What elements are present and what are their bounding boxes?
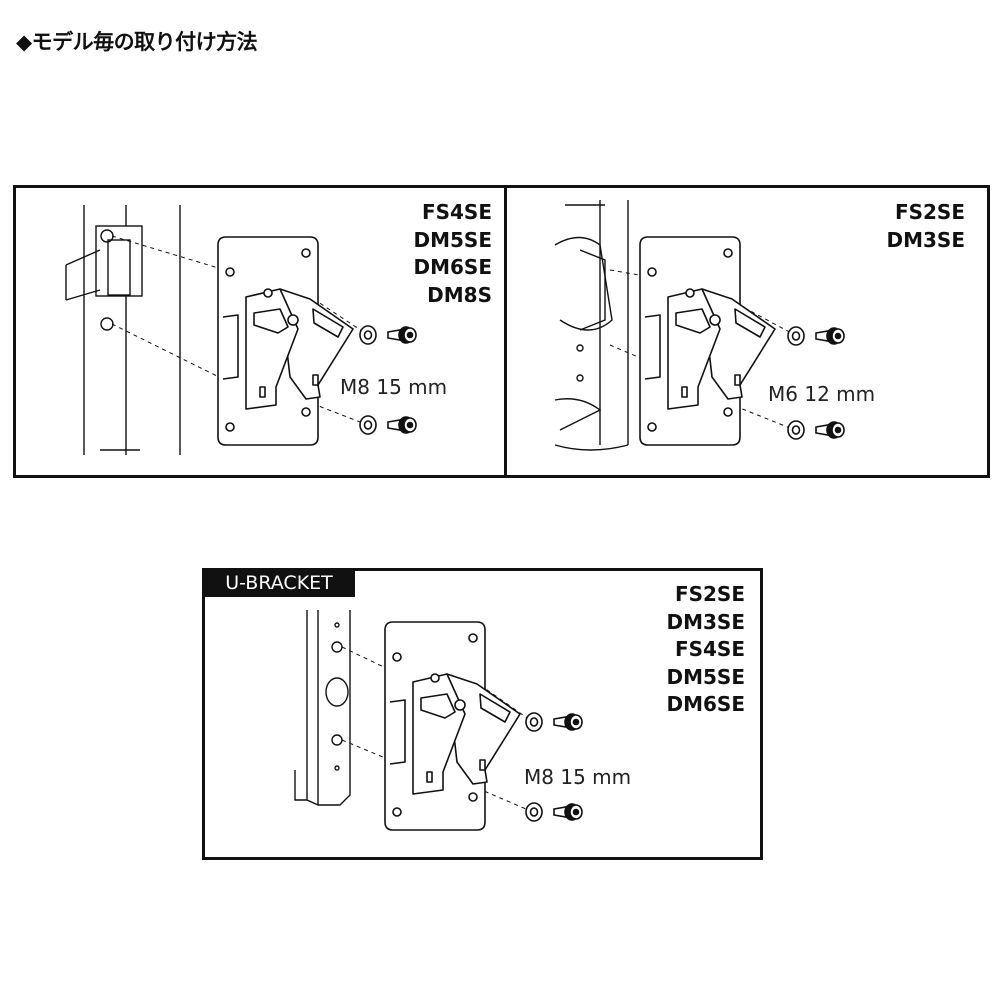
speaker-side-view-1 (65, 205, 181, 455)
model-name: DM6SE (666, 692, 746, 716)
dashed-guides-2 (609, 269, 796, 431)
u-bracket-label: U-BRACKET (203, 569, 355, 597)
model-name: FS4SE (421, 200, 492, 224)
model-name: FS4SE (674, 637, 745, 661)
model-name: FS2SE (674, 582, 745, 606)
model-name: DM5SE (666, 664, 746, 689)
model-list-2: FS2SE DM3SE (887, 199, 966, 254)
screw-spec-2: M6 12 mm (768, 382, 876, 406)
model-list-1: FS4SE DM5SE DM6SE DM8S (414, 199, 493, 309)
model-name: DM6SE (413, 255, 493, 279)
screw-spec-1: M8 15 mm (340, 375, 448, 399)
screw-spec-3: M8 15 mm (524, 765, 632, 789)
model-name: DM3SE (886, 227, 966, 252)
dashed-guides-1 (111, 235, 369, 426)
model-name: DM5SE (413, 227, 493, 252)
model-name: DM8S (427, 282, 492, 307)
model-name: FS2SE (894, 200, 965, 224)
model-list-3: FS2SE DM3SE FS4SE DM5SE DM6SE (667, 581, 746, 719)
model-name: DM3SE (666, 609, 746, 634)
page-title: ◆モデル毎の取り付け方法 (16, 30, 258, 54)
u-bracket-rail (294, 610, 351, 806)
speaker-side-view-2 (554, 200, 629, 451)
